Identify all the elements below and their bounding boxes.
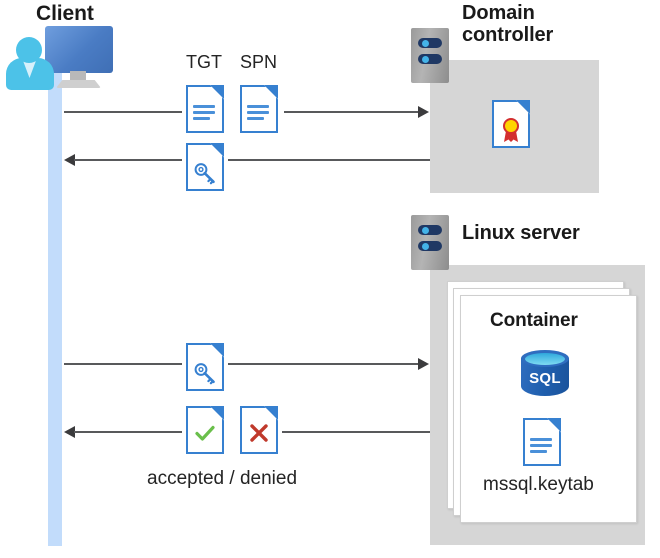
- server-bay-2: [418, 241, 442, 251]
- document-x-icon-denied: [240, 406, 278, 454]
- server-bay-1: [418, 225, 442, 235]
- certificate-seal-icon: [503, 118, 519, 142]
- server-led-1: [422, 226, 429, 234]
- container-title: Container: [490, 310, 578, 331]
- user-head-icon: [16, 37, 42, 63]
- flow-4-line-right: [282, 431, 430, 433]
- client-icon: [0, 0, 130, 95]
- sql-database-icon: SQL: [521, 350, 569, 402]
- domain-controller-title: Domain controller: [462, 2, 554, 47]
- server-led-2: [422, 242, 429, 250]
- sql-badge-label: SQL: [529, 370, 561, 387]
- server-bay-2: [418, 54, 442, 64]
- flow-4-line-left: [74, 431, 182, 433]
- keytab-filename-label: mssql.keytab: [483, 474, 594, 495]
- document-key-icon-ticket: [186, 143, 224, 191]
- client-lifeline: [48, 62, 62, 546]
- flow-2-arrowhead: [64, 153, 75, 166]
- flow-3-line-left: [64, 363, 182, 365]
- monitor-stand-base: [56, 80, 101, 88]
- document-certificate-icon: [492, 100, 530, 148]
- flow-1-line-right: [284, 111, 419, 113]
- document-icon-keytab: [523, 418, 561, 466]
- domain-controller-server-icon: [411, 28, 449, 83]
- close-icon: [250, 424, 268, 442]
- flow-1-line-left: [64, 111, 182, 113]
- server-led-1: [422, 39, 429, 47]
- flow-3-line-right: [228, 363, 419, 365]
- document-key-icon-request: [186, 343, 224, 391]
- flow-2-line-right: [228, 159, 430, 161]
- linux-server-icon: [411, 215, 449, 270]
- flow-1-arrowhead: [418, 105, 429, 118]
- flow-3-arrowhead: [418, 357, 429, 370]
- client-title: Client: [36, 2, 94, 25]
- check-icon: [195, 425, 215, 441]
- accepted-denied-label: accepted / denied: [147, 468, 298, 489]
- document-icon-spn: [240, 85, 278, 133]
- flow-4-arrowhead: [64, 425, 75, 438]
- linux-server-title: Linux server: [462, 222, 580, 244]
- container-card-front: [460, 295, 637, 523]
- key-icon: [194, 363, 215, 385]
- tgt-label: TGT: [186, 52, 222, 72]
- key-icon: [194, 163, 215, 185]
- flow-2-line-left: [74, 159, 182, 161]
- document-icon-tgt: [186, 85, 224, 133]
- monitor-icon: [45, 26, 113, 73]
- server-bay-1: [418, 38, 442, 48]
- server-led-2: [422, 55, 429, 63]
- document-check-icon-accepted: [186, 406, 224, 454]
- spn-label: SPN: [240, 52, 278, 72]
- sql-cylinder-top-inner: [525, 353, 565, 365]
